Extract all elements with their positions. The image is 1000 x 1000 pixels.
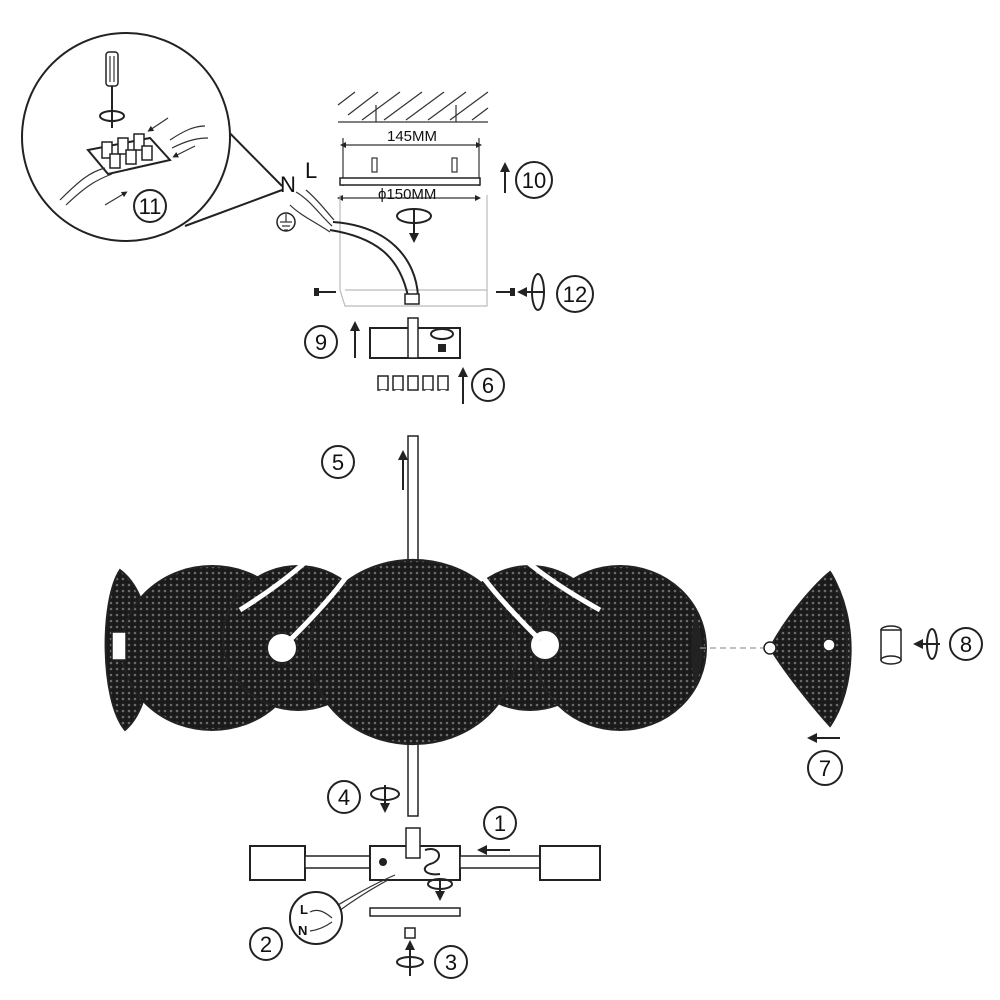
rotate-icon (396, 208, 432, 243)
canopy-screw-right (496, 288, 515, 296)
detached-shade (763, 570, 852, 728)
step-7: 7 (807, 733, 843, 786)
ground-symbol-icon (276, 212, 296, 232)
step-12-number: 12 (563, 282, 587, 307)
wire-label-live-small: L (300, 902, 308, 917)
shade-nut (880, 625, 902, 665)
shade-cap-left (266, 632, 298, 664)
mounting-bracket: 145MM ϕ150MM (337, 128, 482, 203)
step-3: 3 (369, 907, 468, 979)
terminal-block (86, 133, 172, 176)
step-9: 9 (304, 317, 461, 359)
rotate-icon (99, 110, 125, 122)
step-10-number: 10 (522, 168, 546, 193)
bracket-width-label: 145MM (387, 128, 437, 145)
step-6-number: 6 (482, 373, 494, 398)
ceiling (337, 91, 489, 123)
arms (238, 389, 602, 642)
step-6: 6 (377, 367, 505, 404)
step-3-number: 3 (445, 950, 457, 975)
step-2: L N 2 (249, 874, 396, 961)
canopy-diameter-label: ϕ150MM (378, 186, 436, 203)
wire-label-neutral-small: N (298, 923, 307, 938)
terminal-callout: 11 (21, 32, 283, 242)
step-1-number: 1 (494, 811, 506, 836)
bottom-hub (249, 827, 601, 881)
step-8-number: 8 (960, 632, 972, 657)
shade-center (308, 558, 518, 746)
step-10: 10 (500, 161, 553, 199)
step-7-number: 7 (819, 756, 831, 781)
step-11-number: 11 (139, 194, 162, 219)
step-8: 8 (913, 627, 983, 661)
canopy-screw-left (314, 288, 336, 296)
step-9-number: 9 (315, 330, 327, 355)
shade-group (104, 558, 707, 746)
step-5-number: 5 (332, 450, 344, 475)
canopy (289, 189, 515, 307)
wire-label-neutral: N (280, 172, 296, 197)
wire-label-live: L (305, 158, 317, 183)
step-12: 12 (517, 273, 594, 313)
step-4-number: 4 (338, 785, 350, 810)
step-1: 1 (477, 806, 517, 855)
step-2-number: 2 (260, 932, 272, 957)
shade-far-right (691, 612, 703, 688)
step-5: 5 (321, 445, 355, 479)
step-4: 4 (327, 780, 400, 814)
